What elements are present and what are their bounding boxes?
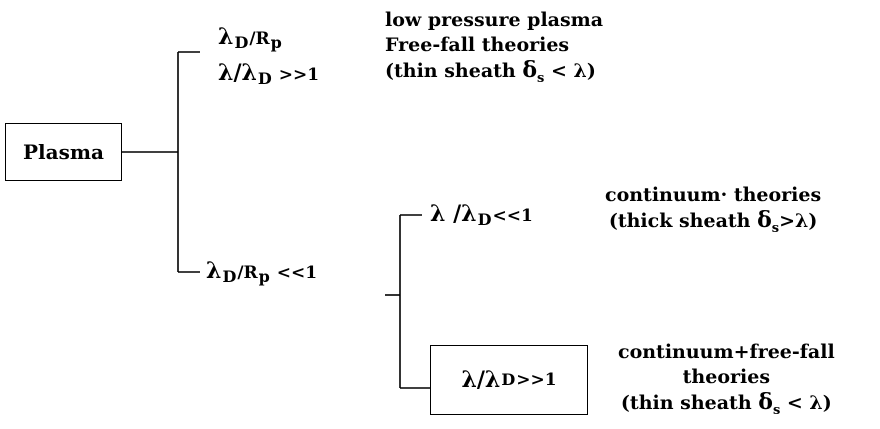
plasma-label: Plasma xyxy=(23,140,104,164)
top-branch-description: low pressure plasma Free-fall theories (… xyxy=(385,9,604,86)
top-condition-debye-ratio: λD/Rp xyxy=(218,24,282,52)
top-condition-mean-free-path: λ/λD >>1 xyxy=(218,60,320,88)
upper-sub-description: continuum· theories (thick sheath δs>λ) xyxy=(605,184,822,236)
plasma-root-box: Plasma xyxy=(5,123,122,181)
lower-sub-description: continuum+free-fall theories (thin sheat… xyxy=(618,341,835,418)
bottom-condition-debye-ratio: λD/Rp <<1 xyxy=(206,258,318,286)
upper-sub-condition: λ /λD<<1 xyxy=(430,201,533,229)
